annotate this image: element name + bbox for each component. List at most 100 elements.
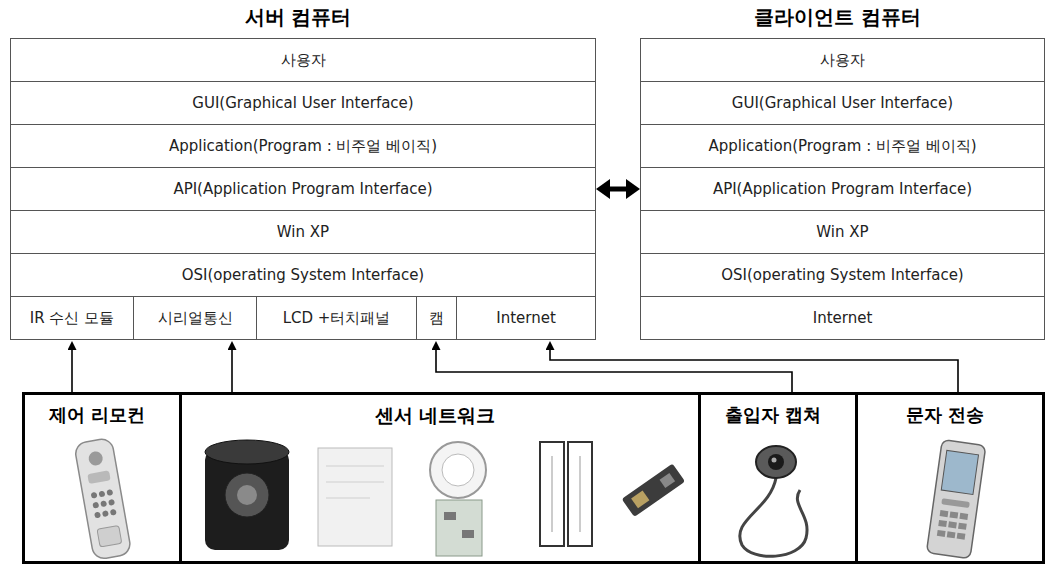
computer-title: 서버 컴퓨터: [10, 4, 586, 31]
layer-label: IR 수신 모듈: [30, 309, 114, 328]
double-arrow: [610, 187, 626, 192]
remote-body: [74, 437, 132, 560]
layer-box: IR 수신 모듈: [10, 296, 134, 340]
layer-label: Win XP: [277, 223, 329, 241]
sensor-body: [205, 450, 289, 550]
layer-label: Internet: [813, 309, 873, 327]
device-box: 센서 네트워크: [179, 392, 701, 564]
layer-box: Win XP: [10, 210, 596, 254]
webcam-body: [756, 446, 796, 478]
remote-button: [110, 509, 117, 516]
layer-label: Application(Program : 비주얼 베이직): [169, 137, 437, 156]
layer-box: Internet: [640, 296, 1045, 340]
sensor-face: [225, 473, 269, 517]
remote-button: [88, 450, 104, 466]
layer-label: GUI(Graphical User Interface): [192, 94, 413, 112]
webcam-glint: [772, 458, 777, 463]
phone-key: [959, 513, 968, 520]
signal-arrow: [436, 350, 792, 392]
sheet-line: [326, 466, 384, 467]
phone-key: [947, 531, 956, 538]
door-sensor-line: [552, 456, 553, 532]
door-sensor-line: [580, 456, 581, 532]
layer-label: OSI(operating System Interface): [182, 266, 424, 284]
computer-title: 클라이언트 컴퓨터: [640, 4, 1035, 31]
cylinder-sensor-picture: [205, 440, 289, 550]
round-sensor-picture: [430, 442, 486, 556]
layer-box: GUI(Graphical User Interface): [10, 81, 596, 125]
sensor-top: [205, 440, 289, 464]
phone-key: [958, 523, 967, 530]
layer-box: 사용자: [10, 38, 596, 82]
layer-label: 사용자: [820, 51, 865, 70]
phone-key: [957, 533, 966, 540]
small-sensor-board-picture: [622, 463, 685, 517]
board-chip: [631, 490, 649, 508]
layer-label: API(Application Program Interface): [173, 180, 432, 198]
sensor-center: [442, 454, 474, 486]
remote-button: [92, 502, 99, 509]
sheet-line: [326, 498, 370, 499]
flat-sensor-picture: [318, 448, 392, 546]
layer-label: API(Application Program Interface): [713, 180, 972, 198]
layer-box: 시리얼통신: [133, 296, 257, 340]
device-title: 제어 리모컨: [25, 403, 169, 427]
remote-button: [98, 490, 105, 497]
phone-screen: [941, 450, 978, 494]
layer-label: Internet: [496, 309, 556, 327]
layer-box: OSI(operating System Interface): [640, 253, 1045, 297]
layer-box: API(Application Program Interface): [640, 167, 1045, 211]
layer-box: Win XP: [640, 210, 1045, 254]
device-box: 제어 리모컨: [22, 392, 182, 564]
phone-body: [926, 440, 985, 559]
door-sensor-part: [568, 442, 592, 546]
sensor-board: [436, 500, 482, 556]
layer-box: LCD +터치패널: [256, 296, 417, 340]
layer-box: 사용자: [640, 38, 1045, 82]
signal-arrow: [71, 350, 73, 392]
sensor-ring: [430, 442, 486, 498]
mobile-phone-picture: [926, 440, 985, 559]
device-box: 문자 전송: [855, 392, 1045, 564]
layer-label: 시리얼통신: [158, 309, 233, 328]
layer-box: 캠: [416, 296, 457, 340]
layer-box: GUI(Graphical User Interface): [640, 81, 1045, 125]
device-box: 출입자 캡쳐: [698, 392, 858, 564]
board-chip: [462, 530, 474, 538]
sensor-lens: [237, 485, 257, 505]
layer-label: GUI(Graphical User Interface): [732, 94, 953, 112]
board: [622, 463, 685, 517]
layer-box: OSI(operating System Interface): [10, 253, 596, 297]
remote-button: [102, 510, 109, 517]
remote-control-picture: [74, 437, 132, 560]
phone-key: [941, 498, 970, 508]
door-sensor-picture: [540, 442, 592, 546]
webcam-lens: [768, 454, 784, 470]
layer-label: OSI(operating System Interface): [721, 266, 963, 284]
remote-button: [106, 489, 113, 496]
webcam-picture: [740, 446, 807, 556]
phone-key: [940, 510, 949, 517]
phone-key: [948, 521, 957, 528]
device-title: 문자 전송: [858, 403, 1032, 427]
layer-label: LCD +터치패널: [283, 309, 391, 328]
computer-stack: 클라이언트 컴퓨터사용자GUI(Graphical User Interface…: [640, 38, 1045, 340]
sensor-sheet: [318, 448, 392, 546]
remote-button: [97, 525, 122, 547]
signal-arrow: [231, 350, 233, 392]
layer-label: 사용자: [281, 51, 326, 70]
phone-key: [950, 511, 959, 518]
signal-arrow: [550, 350, 958, 392]
layer-box: API(Application Program Interface): [10, 167, 596, 211]
phone-key: [938, 520, 947, 527]
layer-box: Application(Program : 비주얼 베이직): [640, 124, 1045, 168]
computer-stack: 서버 컴퓨터사용자GUI(Graphical User Interface)Ap…: [10, 38, 596, 340]
remote-button: [108, 499, 115, 506]
door-sensor-part: [540, 442, 564, 546]
layer-label: Win XP: [816, 223, 868, 241]
board-chip: [444, 512, 456, 520]
layer-label: 캠: [429, 309, 444, 328]
board-chip: [660, 473, 676, 488]
layer-label: Application(Program : 비주얼 베이직): [708, 137, 976, 156]
